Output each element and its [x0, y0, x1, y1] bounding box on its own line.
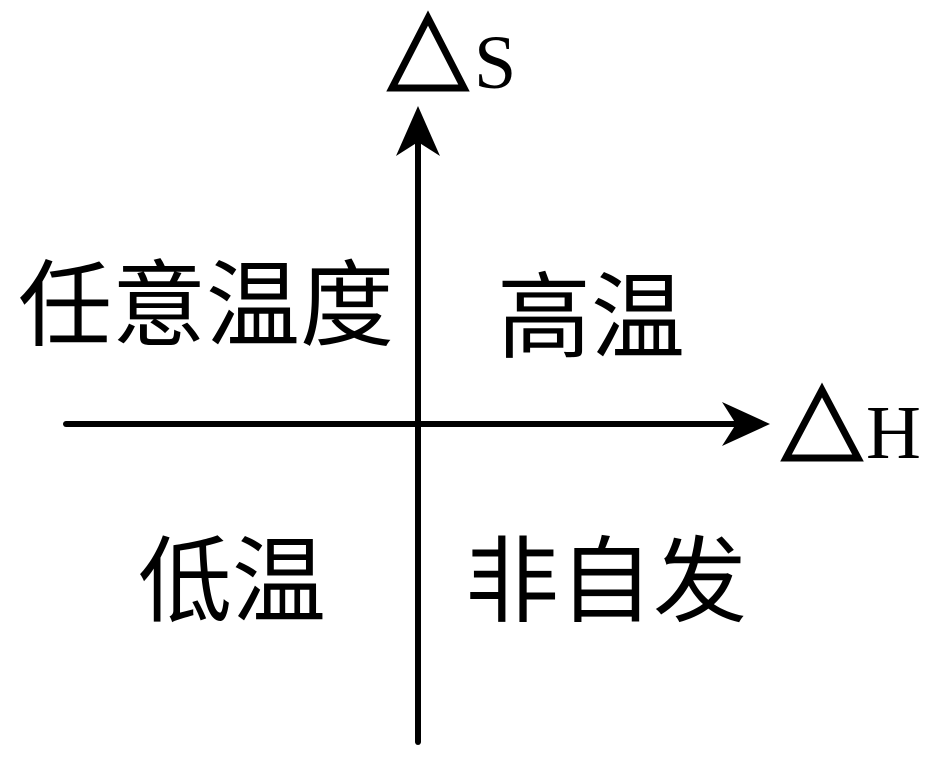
vertical-axis-letter: S	[474, 21, 516, 105]
horizontal-axis-arrowhead	[722, 402, 770, 446]
horizontal-axis-label: Δ H	[780, 382, 921, 475]
vertical-axis-delta-triangle	[386, 10, 470, 92]
quadrant-bottom-right-label: 非自发	[465, 528, 747, 637]
vertical-axis-label: Δ S	[386, 10, 516, 105]
vertical-axis-arrowhead	[396, 106, 440, 156]
horizontal-axis-letter: H	[866, 391, 921, 475]
horizontal-axis-delta-triangle	[780, 382, 864, 462]
quadrant-top-right-label: 高温	[497, 264, 685, 373]
quadrant-top-left-label: 任意温度	[18, 252, 394, 361]
quadrant-bottom-left-label: 低温	[138, 528, 326, 637]
